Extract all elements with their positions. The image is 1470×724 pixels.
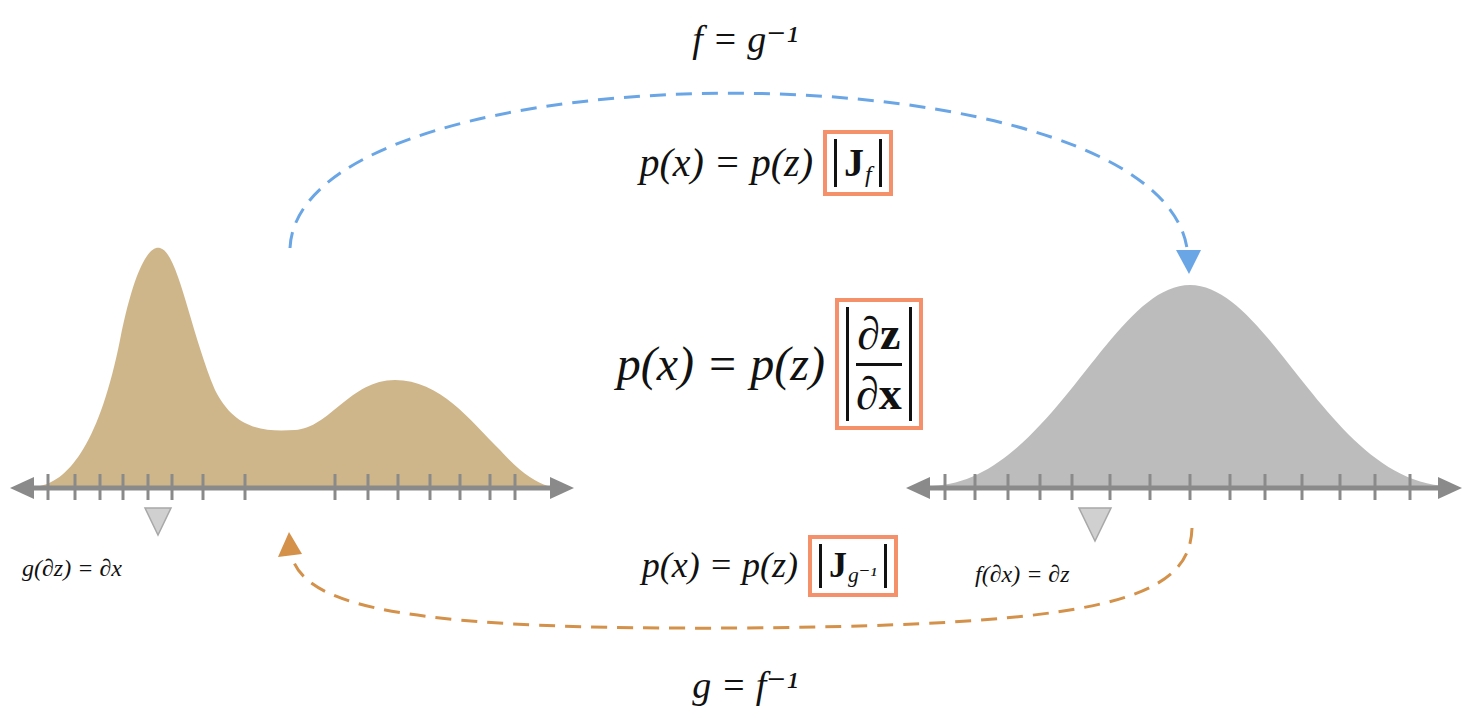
map-label: f = g⁻¹ bbox=[692, 19, 798, 61]
map-label: g = f⁻¹ bbox=[692, 665, 798, 707]
inverse-arc bbox=[291, 528, 1192, 628]
arc-arrowhead bbox=[1176, 250, 1201, 274]
interval-marker bbox=[1079, 508, 1111, 541]
highlight-box: Jg⁻¹ bbox=[808, 535, 898, 597]
axis-ticks bbox=[48, 474, 515, 500]
equation-text: p(x) = p(z) bbox=[617, 338, 825, 391]
axis-ticks bbox=[945, 474, 1410, 500]
equation-text: p(x) = p(z) bbox=[642, 546, 798, 586]
right-axis bbox=[922, 474, 1444, 500]
jacobian-subscript: g⁻¹ bbox=[848, 564, 877, 588]
map-label: g(∂z) = ∂x bbox=[22, 555, 122, 581]
left-axis bbox=[26, 474, 556, 500]
interval-marker bbox=[145, 508, 171, 535]
forward-arc bbox=[290, 93, 1188, 258]
jacobian-symbol: J bbox=[829, 546, 847, 586]
map-label: f(∂x) = ∂z bbox=[972, 561, 1073, 587]
axis-arrowhead bbox=[10, 477, 34, 499]
absolute-value-bars: Jf bbox=[834, 139, 882, 187]
absolute-value-bars: Jg⁻¹ bbox=[819, 544, 887, 588]
fraction-rule bbox=[856, 363, 902, 366]
numerator: ∂z bbox=[857, 309, 900, 360]
axis-line bbox=[26, 486, 556, 491]
jacobian-symbol: J bbox=[844, 141, 864, 185]
arc-arrowhead bbox=[278, 532, 302, 557]
equation-text: p(x) = p(z) bbox=[639, 141, 813, 185]
fraction: ∂z ∂x bbox=[856, 309, 902, 419]
jacobian-subscript: f bbox=[865, 161, 872, 187]
highlight-box: Jf bbox=[823, 130, 893, 196]
axis-arrowhead bbox=[906, 477, 930, 499]
axis-arrowhead bbox=[550, 477, 574, 499]
gaussian-distribution bbox=[932, 285, 1448, 486]
denominator: ∂x bbox=[856, 369, 902, 420]
highlight-box: ∂z ∂x bbox=[835, 298, 923, 430]
absolute-value-bars: ∂z ∂x bbox=[846, 307, 912, 421]
axis-arrowhead bbox=[1438, 477, 1462, 499]
axis-line bbox=[922, 486, 1444, 491]
data-distribution bbox=[40, 248, 548, 486]
